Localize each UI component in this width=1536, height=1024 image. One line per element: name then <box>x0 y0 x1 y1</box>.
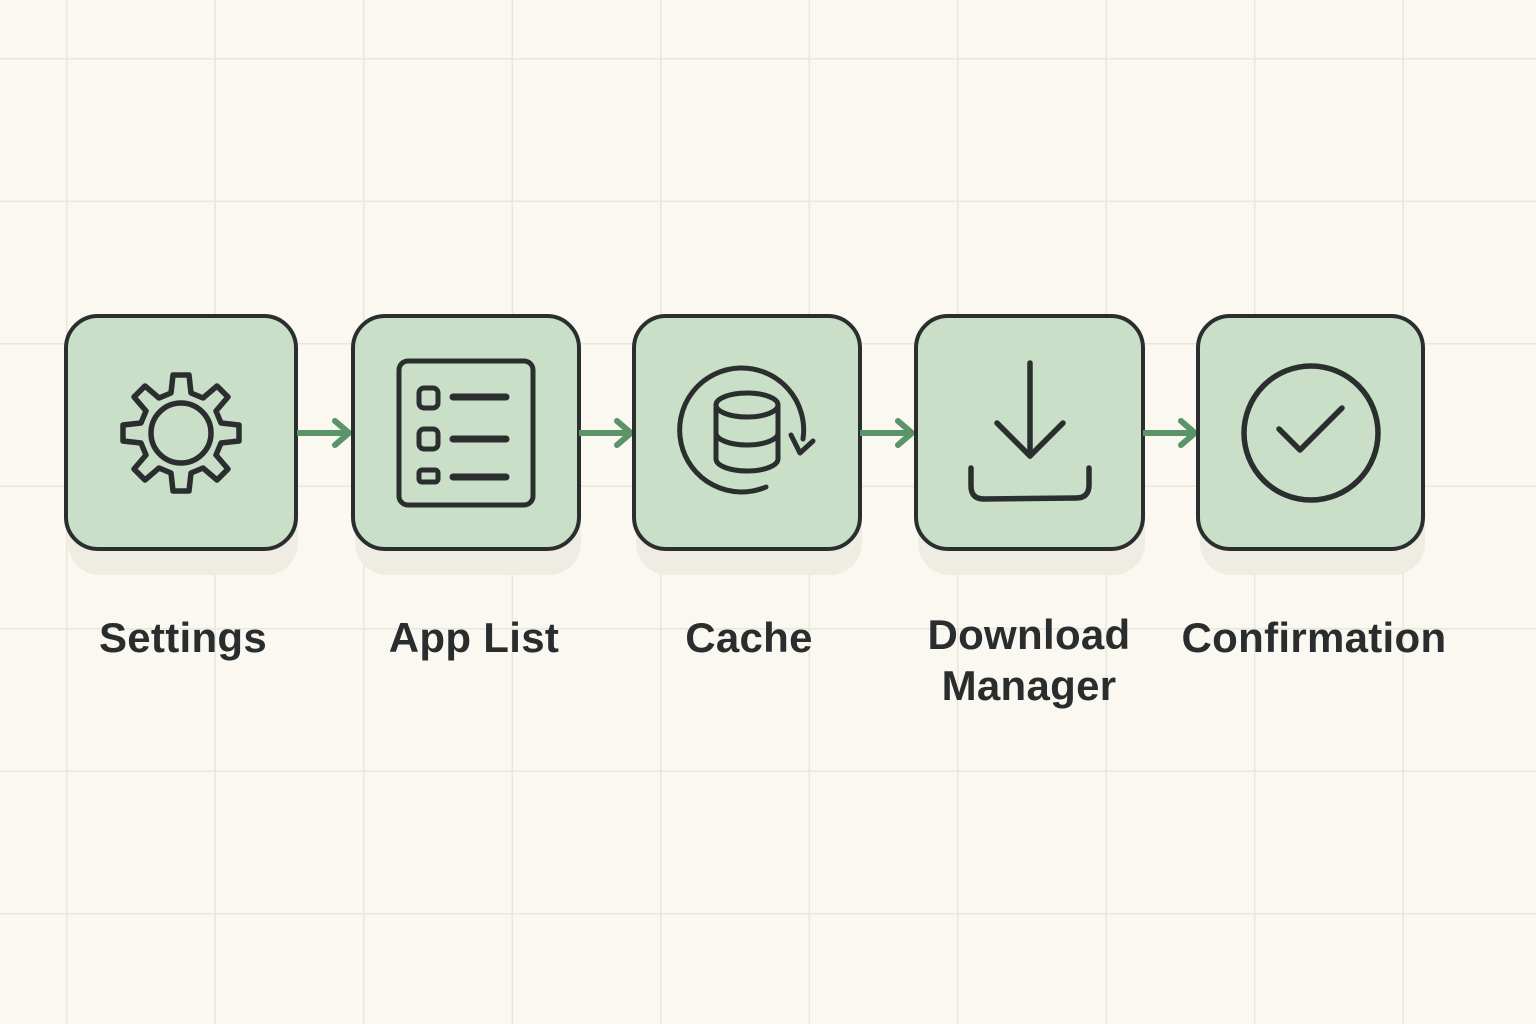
step-app-list-node <box>351 314 581 551</box>
step-label-download-line1: Download <box>927 611 1131 658</box>
arrow-right-icon <box>860 418 915 448</box>
arrow-right-icon <box>297 418 352 448</box>
checklist-icon <box>396 358 536 507</box>
gear-icon <box>120 371 242 494</box>
step-label-confirmation: Confirmation <box>1181 614 1447 661</box>
step-label-app-list: App List <box>388 614 560 661</box>
step-settings-node <box>64 314 298 551</box>
arrow-right-icon <box>1143 418 1198 448</box>
database-refresh-icon <box>677 365 816 494</box>
step-label-download-manager: Download Manager <box>904 609 1154 711</box>
step-label-download-line2: Manager <box>941 662 1117 709</box>
step-label-cache: Cache <box>685 614 813 661</box>
check-circle-icon <box>1240 362 1381 503</box>
arrow-right-icon <box>579 418 634 448</box>
download-icon <box>967 359 1092 502</box>
step-confirmation-node <box>1196 314 1425 551</box>
step-cache-node <box>632 314 862 551</box>
step-download-manager-node <box>914 314 1145 551</box>
step-label-settings: Settings <box>98 614 268 661</box>
